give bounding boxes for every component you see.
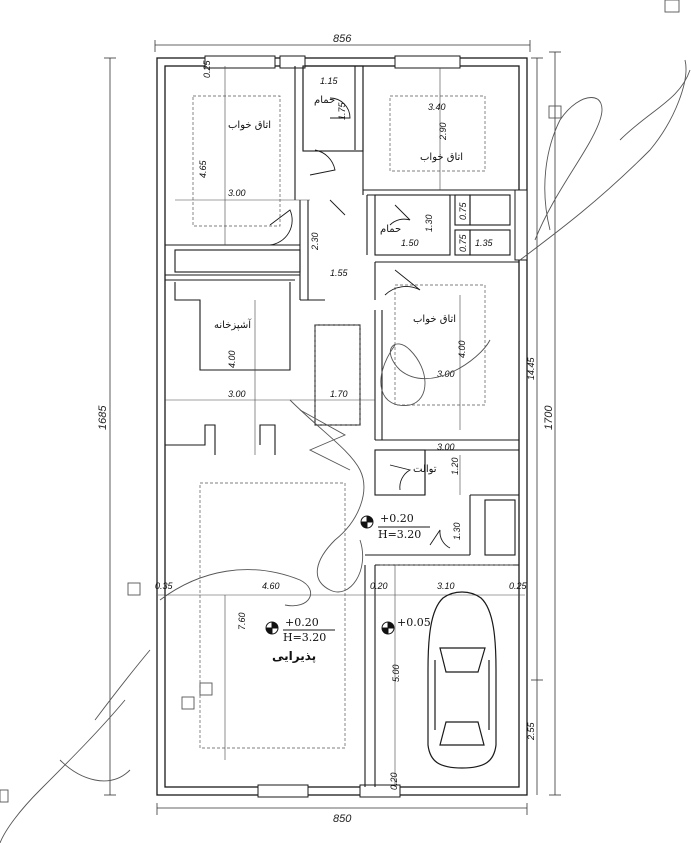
dim-parking-w: 3.10 bbox=[437, 581, 455, 591]
dim-wall-right: 0.25 bbox=[509, 581, 528, 591]
entry-level: +0.20 bbox=[380, 512, 414, 525]
dim-living-h: 7.60 bbox=[237, 612, 247, 630]
dim-closet-2: 0.75 bbox=[458, 233, 468, 252]
dim-closet-3: 1.35 bbox=[475, 238, 494, 248]
entry-height: H=3.20 bbox=[378, 528, 421, 541]
level-marker-fill-2 bbox=[266, 622, 278, 634]
dim-kitchen-h: 4.00 bbox=[227, 350, 237, 368]
exterior-walls bbox=[156, 57, 528, 796]
dim-closet-1: 0.75 bbox=[458, 201, 468, 220]
dim-bottom-width: 850 bbox=[333, 813, 352, 825]
dim-bath2-h: 1.30 bbox=[424, 214, 434, 232]
dim-bed1-w: 3.00 bbox=[228, 188, 246, 198]
dim-top-width: 856 bbox=[333, 33, 352, 45]
room-living: پذیرایی bbox=[272, 649, 316, 663]
interior-walls bbox=[165, 65, 519, 787]
car-icon bbox=[427, 591, 497, 769]
dim-wall-top: 0.25 bbox=[202, 59, 212, 78]
room-bedroom-1: اتاق خواب bbox=[228, 120, 271, 131]
level-marker-fill-3 bbox=[382, 622, 394, 634]
dim-bed2-w: 3.40 bbox=[428, 102, 446, 112]
dim-hall-h: 2.30 bbox=[310, 232, 320, 251]
room-bedroom-2: اتاق خواب bbox=[420, 152, 463, 163]
dim-left-height: 1685 bbox=[97, 405, 109, 430]
dim-bath2-w: 1.50 bbox=[401, 238, 419, 248]
level-marker-fill-1 bbox=[361, 516, 373, 528]
living-level: +0.20 bbox=[285, 616, 319, 629]
overall-dimensions bbox=[104, 40, 561, 815]
dim-toilet-h: 1.20 bbox=[450, 457, 460, 475]
dim-bath1-h: 1.75 bbox=[337, 101, 347, 120]
furniture-outlines bbox=[192, 95, 515, 749]
dim-bed2-h: 2.90 bbox=[438, 122, 448, 141]
living-height: H=3.20 bbox=[283, 631, 326, 644]
parking-level: +0.05 bbox=[397, 616, 431, 629]
dim-hall-w: 1.55 bbox=[330, 268, 349, 278]
room-kitchen: آشپزخانه bbox=[214, 318, 252, 331]
doors bbox=[269, 97, 451, 549]
reference-lines bbox=[158, 66, 525, 787]
dim-wall-mid: 0.20 bbox=[370, 581, 388, 591]
room-bath-2: حمام bbox=[380, 224, 401, 235]
room-bath-1: حمام bbox=[314, 95, 335, 106]
room-bedroom-3: اتاق خواب bbox=[413, 314, 456, 325]
room-toilet: توالت bbox=[413, 464, 437, 475]
dim-bed1-h: 4.65 bbox=[198, 159, 208, 178]
dim-right-lower: 2.55 bbox=[526, 721, 536, 741]
dim-toilet-w: 3.00 bbox=[437, 442, 455, 452]
dim-right-height: 1700 bbox=[543, 405, 555, 430]
watermark-signature bbox=[0, 59, 691, 843]
dim-kitchen-w: 3.00 bbox=[228, 389, 246, 399]
dim-wall-bottom: 0.20 bbox=[389, 772, 399, 790]
watermark-squares bbox=[0, 0, 680, 803]
dim-parking-h: 5.00 bbox=[391, 664, 401, 682]
dim-bed3-w: 3.00 bbox=[437, 369, 455, 379]
dim-mid-w: 1.70 bbox=[330, 389, 348, 399]
windows bbox=[204, 55, 528, 798]
dim-wall-left: 0.35 bbox=[155, 581, 174, 591]
dim-bath1-w: 1.15 bbox=[320, 76, 339, 86]
dim-bed3-h: 4.00 bbox=[457, 340, 467, 358]
dim-right-upper: 14.45 bbox=[526, 356, 536, 380]
dim-living-w: 4.60 bbox=[262, 581, 280, 591]
dim-entry-h: 1.30 bbox=[452, 522, 462, 540]
